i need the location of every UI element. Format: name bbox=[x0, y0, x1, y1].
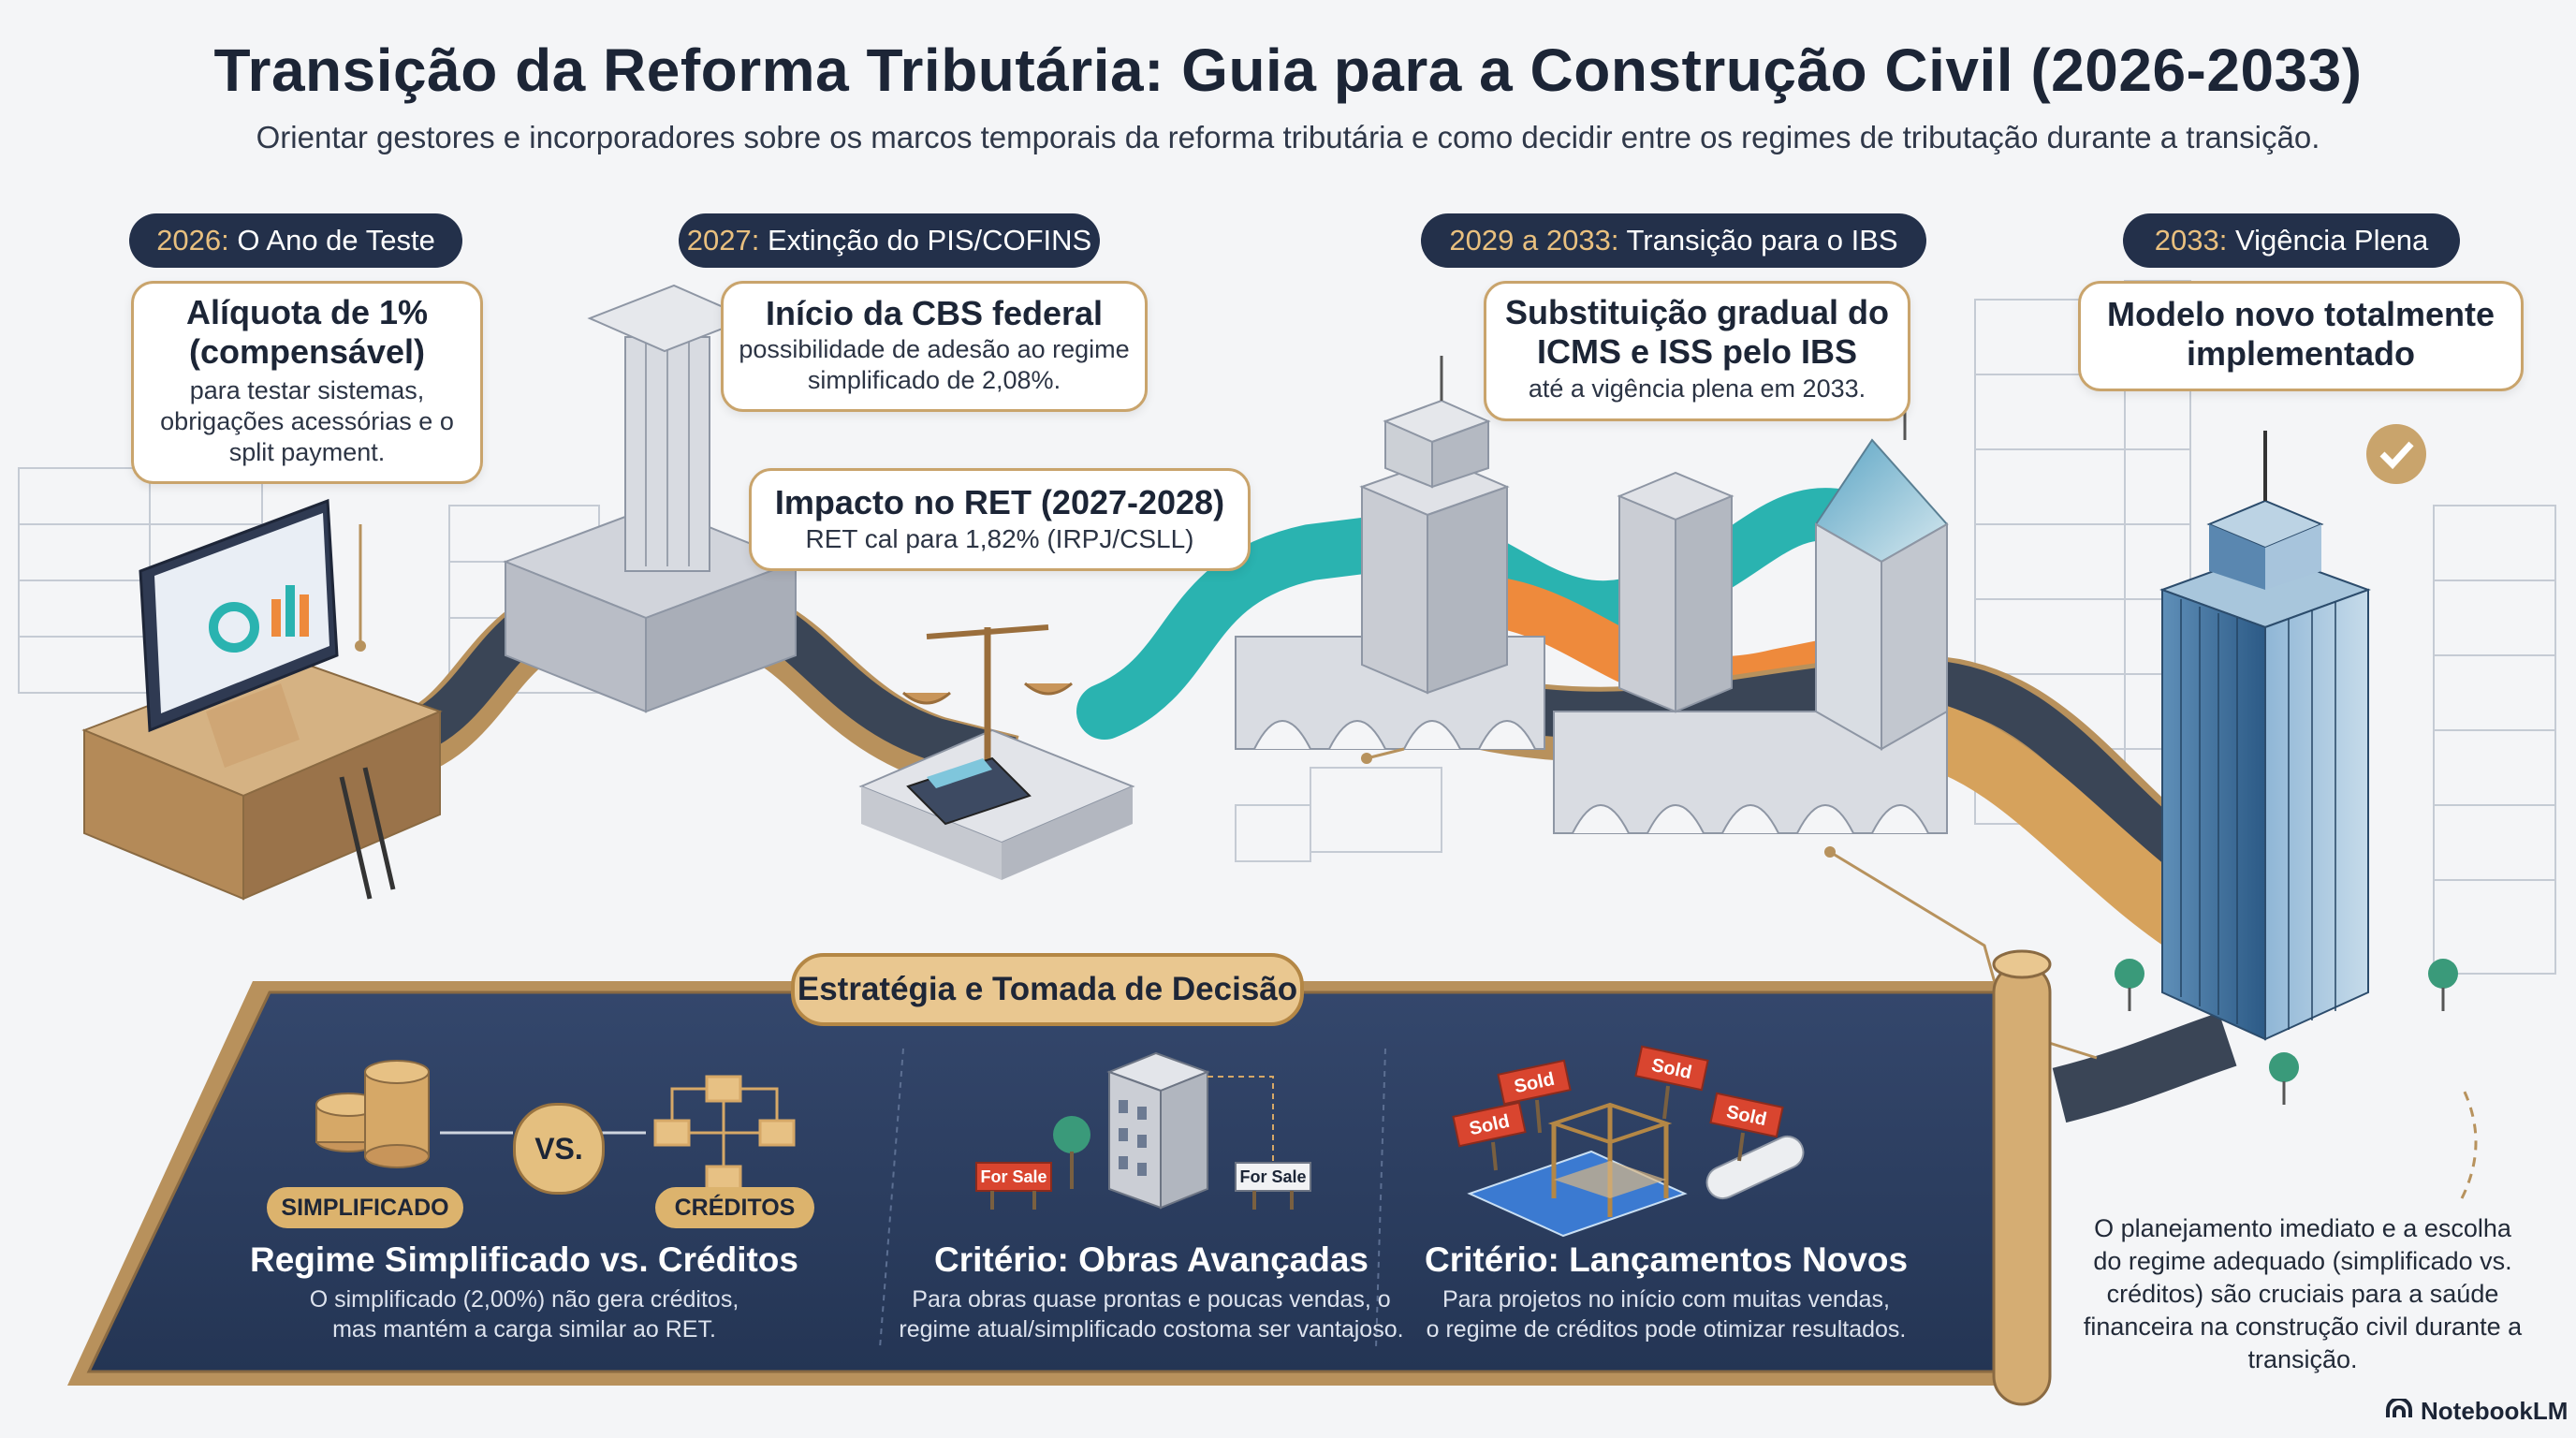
milestone-year-2029: 2029 a 2033: bbox=[1449, 224, 1619, 257]
new-launch-construction-icon bbox=[1467, 1102, 1805, 1238]
callout-2029-body: até a vigência plena em 2033. bbox=[1528, 374, 1866, 403]
notebooklm-logo-icon bbox=[2386, 1399, 2412, 1417]
card-1-body-line-1: O simplificado (2,00%) não gera créditos… bbox=[309, 1286, 739, 1313]
callout-2027-heading: Início da CBS federal bbox=[765, 294, 1104, 332]
callout-ret-heading: Impacto no RET (2027-2028) bbox=[774, 483, 1225, 521]
glass-tower bbox=[2115, 424, 2458, 1105]
callout-2027: Início da CBS federal possibilidade de a… bbox=[721, 281, 1148, 412]
milestone-label-2029: Transição para o IBS bbox=[1626, 224, 1898, 257]
connector-dots bbox=[355, 640, 1836, 858]
milestone-label-2026: O Ano de Teste bbox=[237, 224, 435, 257]
for-sale-text-left: For Sale bbox=[980, 1167, 1046, 1186]
credits-flowchart-icon bbox=[653, 1075, 796, 1193]
milestone-year-2026: 2026: bbox=[156, 224, 229, 257]
callout-2026: Alíquota de 1% (compensável) para testar… bbox=[131, 281, 483, 484]
sold-signs: Sold Sold Sold Sold bbox=[1452, 1045, 1784, 1171]
card-3-body: Para projetos no início com muitas venda… bbox=[1404, 1284, 1928, 1344]
vs-badge: VS. bbox=[513, 1103, 605, 1195]
callout-ret: Impacto no RET (2027-2028) RET cal para … bbox=[749, 468, 1251, 571]
page-subtitle: Orientar gestores e incorporadores sobre… bbox=[256, 120, 2320, 154]
callout-2029: Substituição gradual do ICMS e ISS pelo … bbox=[1484, 281, 1910, 421]
computer-monitor bbox=[139, 498, 339, 768]
tag-simplificado: SIMPLIFICADO bbox=[267, 1187, 463, 1228]
milestone-year-2033: 2033: bbox=[2154, 224, 2228, 257]
card-1-body-line-2: mas mantém a carga similar ao RET. bbox=[332, 1316, 716, 1343]
page-title: Transição da Reforma Tributária: Guia pa… bbox=[213, 37, 2363, 104]
callout-2026-body: para testar sistemas, obrigações acessór… bbox=[160, 376, 454, 466]
card-3-body-line-1: Para projetos no início com muitas venda… bbox=[1442, 1286, 1890, 1313]
coin-stack-icon bbox=[315, 1060, 430, 1168]
milestone-label-2033: Vigência Plena bbox=[2234, 224, 2429, 257]
strategy-banner: Estratégia e Tomada de Decisão bbox=[791, 953, 1304, 1026]
card-3-body-line-2: o regime de créditos pode otimizar resul… bbox=[1426, 1316, 1907, 1343]
card-2-body: Para obras quase prontas e poucas vendas… bbox=[889, 1284, 1413, 1344]
callout-2027-body: possibilidade de adesão ao regime simpli… bbox=[739, 335, 1130, 394]
card-1-body: O simplificado (2,00%) não gera créditos… bbox=[187, 1284, 861, 1344]
card-1-heading: Regime Simplificado vs. Créditos bbox=[250, 1240, 798, 1279]
scales-and-calculator bbox=[858, 624, 1135, 880]
brand: NotebookLM bbox=[2385, 1397, 2568, 1426]
for-sale-sign-right: For Sale bbox=[1235, 1162, 1311, 1210]
card-2-body-line-2: regime atual/simplificado costoma ser va… bbox=[899, 1316, 1404, 1343]
card-2-body-line-1: Para obras quase prontas e poucas vendas… bbox=[912, 1286, 1391, 1313]
callout-2033-heading: Modelo novo totalmente implementado bbox=[2107, 295, 2495, 373]
milestone-pill-2029: 2029 a 2033: Transição para o IBS bbox=[1421, 213, 1926, 268]
callout-ret-body: RET cal para 1,82% (IRPJ/CSLL) bbox=[805, 524, 1194, 553]
milestone-pill-2033: 2033: Vigência Plena bbox=[2123, 213, 2460, 268]
side-note: O planejamento imediato e a escolha do r… bbox=[2083, 1214, 2523, 1373]
milestone-pill-2027: 2027: Extinção do PIS/COFINS bbox=[679, 213, 1100, 268]
brand-name: NotebookLM bbox=[2421, 1397, 2569, 1425]
card-2-heading: Critério: Obras Avançadas bbox=[933, 1240, 1369, 1279]
milestone-label-2027: Extinção do PIS/COFINS bbox=[767, 224, 1092, 257]
milestone-pill-2026: 2026: O Ano de Teste bbox=[129, 213, 462, 268]
card-3-heading: Critério: Lançamentos Novos bbox=[1424, 1240, 1909, 1279]
milestone-year-2027: 2027: bbox=[686, 224, 760, 257]
callout-2026-heading: Alíquota de 1% (compensável) bbox=[185, 293, 429, 371]
callout-2029-heading: Substituição gradual do ICMS e ISS pelo … bbox=[1504, 293, 1890, 371]
for-sale-sign-left: For Sale bbox=[975, 1162, 1052, 1210]
advanced-building-icon bbox=[1053, 1051, 1274, 1210]
callout-2033: Modelo novo totalmente implementado bbox=[2078, 281, 2524, 391]
ibs-transition-buildings bbox=[1359, 356, 1949, 751]
tag-creditos: CRÉDITOS bbox=[655, 1187, 814, 1228]
for-sale-text-right: For Sale bbox=[1239, 1167, 1306, 1186]
